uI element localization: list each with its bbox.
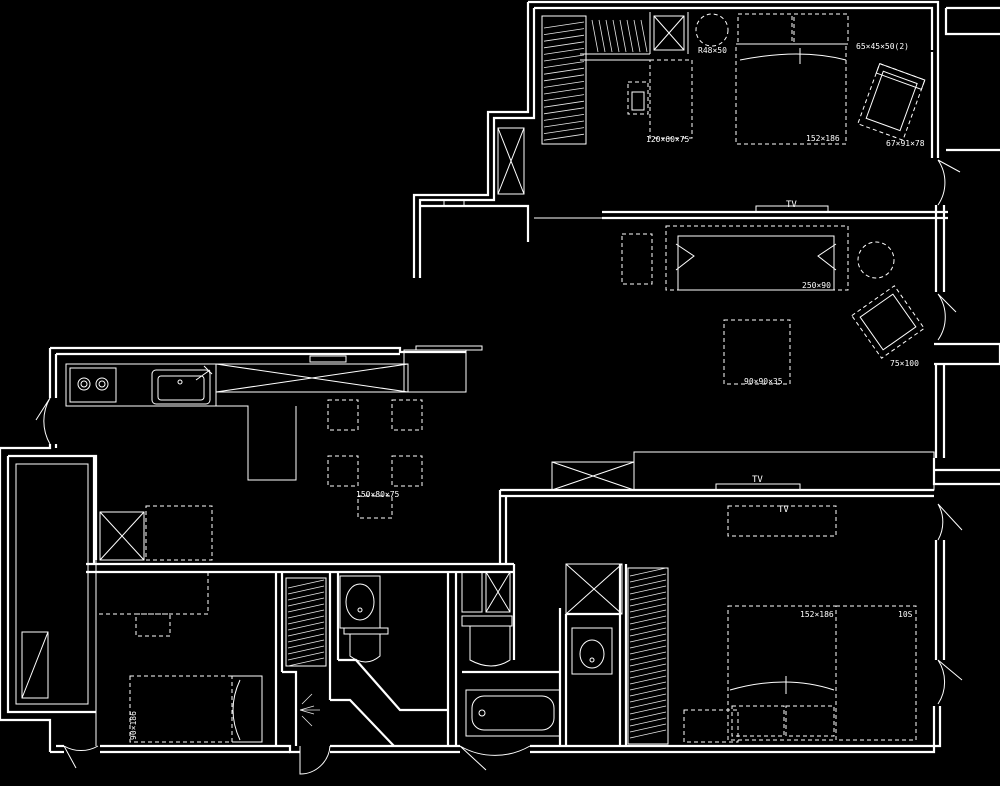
tv-upper-label: TV xyxy=(786,200,797,210)
coffee-table-label: 90×90×35 xyxy=(744,377,783,386)
living-room: 250×90 75×100 90×90×35 TV xyxy=(551,225,935,491)
desk-label: 120×60×75 xyxy=(646,135,690,144)
tv-lower-label: TV xyxy=(778,505,789,515)
dining-table-label: 150×80×75 xyxy=(356,490,400,499)
kitchen-dining: 150×80×75 xyxy=(65,345,483,519)
armchair-right-label: 67×91×78 xyxy=(886,139,925,148)
lower-bed-side-label: 10S xyxy=(898,610,913,619)
tv-mid-label: TV xyxy=(752,475,763,485)
armchair-top-label: 65×45×50(2) xyxy=(856,42,909,51)
doors xyxy=(35,159,963,775)
round-table-label: R48×50 xyxy=(698,46,727,55)
exterior-walls xyxy=(0,0,1000,754)
small-bedroom: 90×186 xyxy=(15,463,263,746)
sofa-label: 250×90 xyxy=(802,281,831,290)
interior-walls xyxy=(86,210,948,747)
lower-bedroom: TV 152×186 10S xyxy=(565,505,917,745)
bathroom-two xyxy=(461,571,613,737)
small-bed-label: 90×186 xyxy=(129,711,138,740)
lower-bed-label: 152×186 xyxy=(800,610,834,619)
top-bedroom: R48×50 120×60×75 152×186 65×45×50(2) 67×… xyxy=(443,12,926,213)
master-bed-label: 152×186 xyxy=(806,134,840,143)
lounge-chair-label: 75×100 xyxy=(890,359,919,368)
bathroom-one xyxy=(285,575,389,667)
